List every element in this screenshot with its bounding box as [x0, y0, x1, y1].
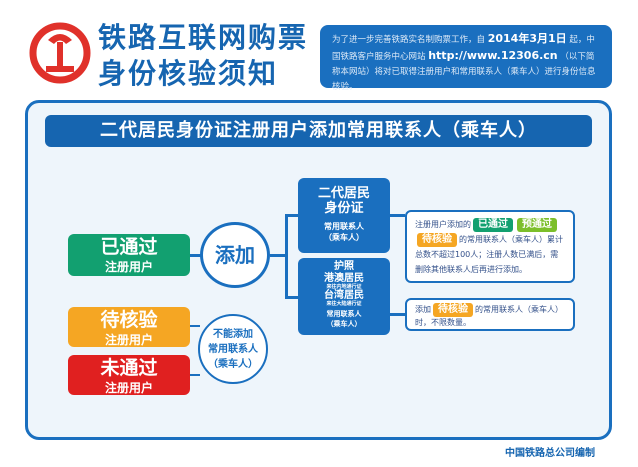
- doc-text: 台湾居民: [324, 290, 364, 301]
- status-label: 待核验: [100, 309, 158, 331]
- connector: [190, 325, 200, 327]
- connector: [190, 254, 202, 257]
- id-card-text: 常用联系人: [324, 222, 364, 231]
- connector: [390, 313, 405, 316]
- panel-title: 二代居民身份证注册用户添加常用联系人（乘车人）: [45, 115, 592, 147]
- doc-subtext: 来往内地通行证: [326, 284, 362, 290]
- rule-text: 的常用联系人（乘车人）累计总数不超过100人；注册人数已满后，需删除其他联系人后…: [415, 235, 563, 274]
- rule-text: 添加: [415, 305, 431, 314]
- notice-text: （以下简称本网站）将对已取得注册用户和常用联系人（乘车人）进行身份信息核验。: [332, 52, 596, 92]
- passed-user-box: 已通过 注册用户: [68, 234, 190, 276]
- notice-date: 2014年3月1日: [487, 32, 567, 45]
- page-title-line2: 身份核验须知: [98, 57, 279, 90]
- cannot-add-node: 不能添加 常用联系人 （乘车人）: [198, 314, 268, 384]
- id-card-text: 二代居民: [317, 186, 370, 201]
- connector: [190, 374, 200, 376]
- id-card-text: （乘车人）: [324, 233, 364, 242]
- rule-box-limit: 注册用户添加的已通过预通过待核验的常用联系人（乘车人）累计总数不超过100人；注…: [405, 210, 575, 283]
- chip-pending: 待核验: [433, 303, 473, 317]
- cannot-text: 常用联系人: [208, 344, 258, 355]
- id-card-box: 二代居民 身份证 常用联系人 （乘车人）: [298, 178, 390, 253]
- cannot-text: 不能添加: [213, 329, 253, 340]
- footer-credit: 中国铁路总公司编制: [505, 448, 595, 459]
- user-label: 注册用户: [104, 260, 153, 274]
- doc-text: （乘车人）: [326, 320, 362, 328]
- chip-passed: 已通过: [473, 218, 513, 232]
- rule-box-unlimited: 添加待核验的常用联系人（乘车人）时，不限数量。: [405, 298, 575, 331]
- notice-text: 为了进一步完善铁路实名制购票工作，自: [332, 35, 486, 45]
- failed-user-box: 未通过 注册用户: [68, 355, 190, 395]
- connector: [285, 214, 298, 217]
- china-railway-logo: [29, 22, 91, 84]
- doc-subtext: 来往大陆通行证: [326, 301, 362, 307]
- chip-pre-passed: 预通过: [517, 218, 557, 232]
- id-card-text: 身份证: [324, 201, 364, 216]
- connector: [285, 214, 288, 298]
- user-label: 注册用户: [104, 381, 153, 395]
- doc-text: 常用联系人: [326, 310, 362, 318]
- rule-text: 的常用联系人（乘车人）时，不限数量。: [415, 305, 563, 327]
- page-title-line1: 铁路互联网购票: [98, 21, 309, 54]
- add-node: 添加: [200, 222, 270, 288]
- other-docs-box: 护照 港澳居民 来往内地通行证 台湾居民 来往大陆通行证 常用联系人 （乘车人）: [298, 258, 390, 335]
- doc-text: 港澳居民: [324, 273, 364, 284]
- notice-url[interactable]: http://www.12306.cn: [428, 49, 558, 62]
- status-label: 未通过: [100, 357, 158, 379]
- connector: [390, 214, 405, 217]
- rule-text: 注册用户添加的: [415, 220, 471, 229]
- user-label: 注册用户: [104, 333, 153, 347]
- notice-text: 起，中国铁路客户服务中心网站: [332, 35, 595, 62]
- connector: [270, 254, 286, 257]
- status-label: 已通过: [100, 236, 158, 258]
- cannot-text: （乘车人）: [208, 359, 258, 370]
- notice-box: 为了进一步完善铁路实名制购票工作，自 2014年3月1日 起，中国铁路客户服务中…: [320, 25, 612, 92]
- chip-pending: 待核验: [417, 233, 457, 247]
- pending-user-box: 待核验 注册用户: [68, 307, 190, 347]
- connector: [285, 296, 298, 299]
- doc-text: 护照: [334, 261, 354, 272]
